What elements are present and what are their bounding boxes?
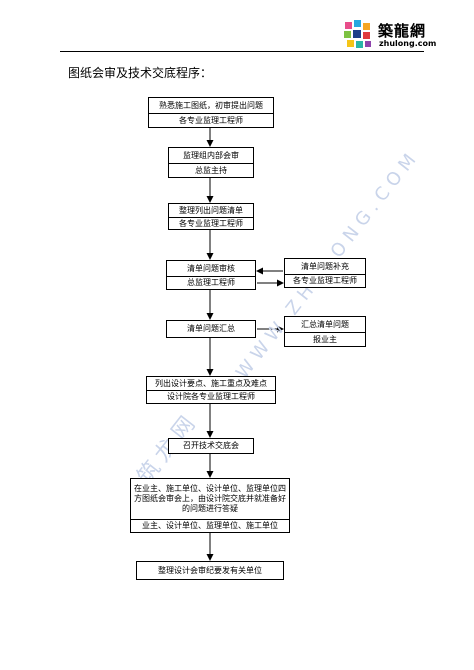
step-issue-summary-text: 清单问题汇总 [187,324,235,333]
step-joint-review-parties: 业主、设计单位、监理单位、施工单位 [142,521,278,530]
step-meeting-minutes: 整理设计会审纪要发有关单位 [136,561,284,580]
step-issue-list: 整理列出问题清单 各专业监理工程师 [168,203,254,230]
side-issue-supplement-owner: 各专业监理工程师 [293,276,357,285]
step-issue-audit-text: 清单问题审核 [187,263,235,273]
logo-url: zhulong.com [379,39,437,48]
logo-cube-icon [344,20,371,48]
step-tech-briefing: 召开技术交底会 [168,438,254,454]
step-design-points-owner: 设计院各专业监理工程师 [167,392,255,401]
side-report-owner-text: 汇总清单问题 [301,319,349,329]
step-internal-review-text: 监理组内部会审 [183,150,239,160]
step-internal-review: 监理组内部会审 总监主持 [168,147,254,178]
side-report-owner: 汇总清单问题 报业主 [284,316,366,347]
page-title: 图纸会审及技术交底程序： [68,66,213,80]
step-review-drawings-owner: 各专业监理工程师 [179,116,243,125]
step-issue-list-text: 整理列出问题清单 [179,205,243,215]
side-issue-supplement-text: 清单问题补充 [301,261,349,271]
step-issue-audit-owner: 总监理工程师 [187,278,235,287]
zhulong-logo: 築龍網 zhulong.com [341,18,437,52]
step-issue-list-owner: 各专业监理工程师 [179,218,243,228]
step-internal-review-owner: 总监主持 [195,166,227,175]
side-report-owner-target: 报业主 [313,334,337,344]
step-tech-briefing-text: 召开技术交底会 [183,441,239,450]
step-design-points: 列出设计要点、施工重点及难点 设计院各专业监理工程师 [146,376,276,404]
step-joint-review: 在业主、施工单位、设计单位、监理单位四方图纸会审会上，由设计院交底并就准备好的问… [130,478,290,533]
step-joint-review-text: 在业主、施工单位、设计单位、监理单位四方图纸会审会上，由设计院交底并就准备好的问… [134,484,286,513]
step-issue-audit: 清单问题审核 总监理工程师 [166,260,256,290]
step-review-drawings-text: 熟悉施工图纸，初审提出问题 [159,100,263,110]
header-rule [60,51,424,52]
step-review-drawings: 熟悉施工图纸，初审提出问题 各专业监理工程师 [148,97,274,128]
step-design-points-text: 列出设计要点、施工重点及难点 [155,378,267,388]
logo-name: 築龍網 [378,22,427,40]
side-issue-supplement: 清单问题补充 各专业监理工程师 [284,258,366,288]
step-meeting-minutes-text: 整理设计会审纪要发有关单位 [158,565,262,575]
step-issue-summary: 清单问题汇总 [166,320,256,338]
